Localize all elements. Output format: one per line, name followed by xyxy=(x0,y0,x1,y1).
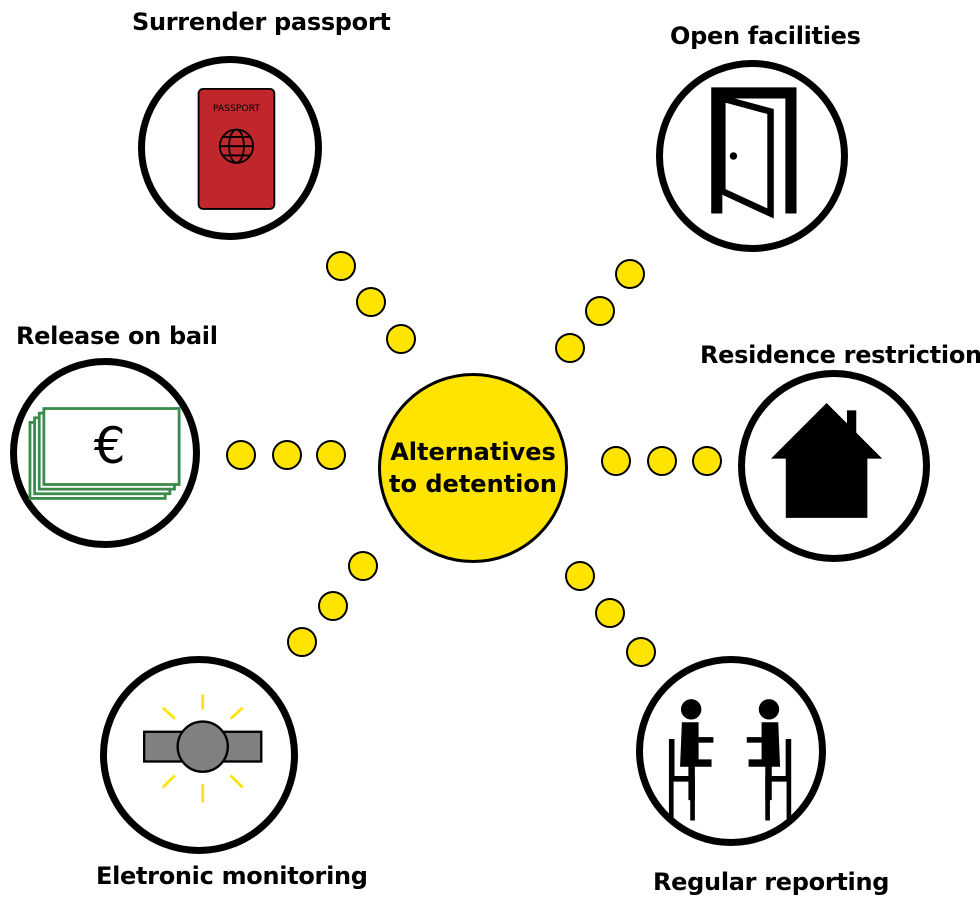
node-open-facilities xyxy=(656,60,848,252)
open-door-icon xyxy=(711,87,797,219)
connector-dot xyxy=(692,446,722,476)
connector-dot xyxy=(326,251,356,281)
central-title-line-1: Alternatives xyxy=(390,438,556,466)
people-meeting-icon xyxy=(668,699,792,821)
connector-dot xyxy=(555,333,585,363)
central-title-line-2: to detention xyxy=(389,470,557,498)
connector-dot xyxy=(601,446,631,476)
connector-dot xyxy=(626,637,656,667)
house-icon xyxy=(770,402,883,518)
node-release-on-bail: € xyxy=(10,358,200,548)
connector-dot xyxy=(226,440,256,470)
connector-dot xyxy=(348,551,378,581)
central-node-text: Alternatives to detention xyxy=(389,436,557,500)
passport-text: PASSPORT xyxy=(213,103,261,114)
node-regular-reporting xyxy=(636,656,826,846)
label-surrender-passport: Surrender passport xyxy=(132,8,391,36)
connector-dot xyxy=(585,296,615,326)
label-regular-reporting: Regular reporting xyxy=(653,868,890,896)
label-residence-restrictions: Residence restrictions xyxy=(700,341,980,369)
connector-dot xyxy=(318,591,348,621)
ankle-monitor-icon xyxy=(143,694,263,803)
passport-icon: PASSPORT xyxy=(197,87,276,210)
label-electronic-monitoring: Eletronic monitoring xyxy=(96,862,368,890)
node-electronic-monitoring xyxy=(100,656,298,854)
connector-dot xyxy=(386,324,416,354)
euro-symbol: € xyxy=(94,417,126,475)
connector-dot xyxy=(595,598,625,628)
connector-dot xyxy=(615,259,645,289)
euro-banknotes-icon: € xyxy=(28,407,181,500)
connector-dot xyxy=(356,287,386,317)
connector-dot xyxy=(316,440,346,470)
node-surrender-passport: PASSPORT xyxy=(138,56,322,240)
node-residence-restrictions xyxy=(738,370,930,562)
connector-dot xyxy=(287,627,317,657)
label-open-facilities: Open facilities xyxy=(670,22,861,50)
label-release-on-bail: Release on bail xyxy=(16,322,218,350)
connector-dot xyxy=(272,440,302,470)
connector-dot xyxy=(647,446,677,476)
connector-dot xyxy=(565,561,595,591)
central-node-alternatives-to-detention: Alternatives to detention xyxy=(378,373,568,563)
